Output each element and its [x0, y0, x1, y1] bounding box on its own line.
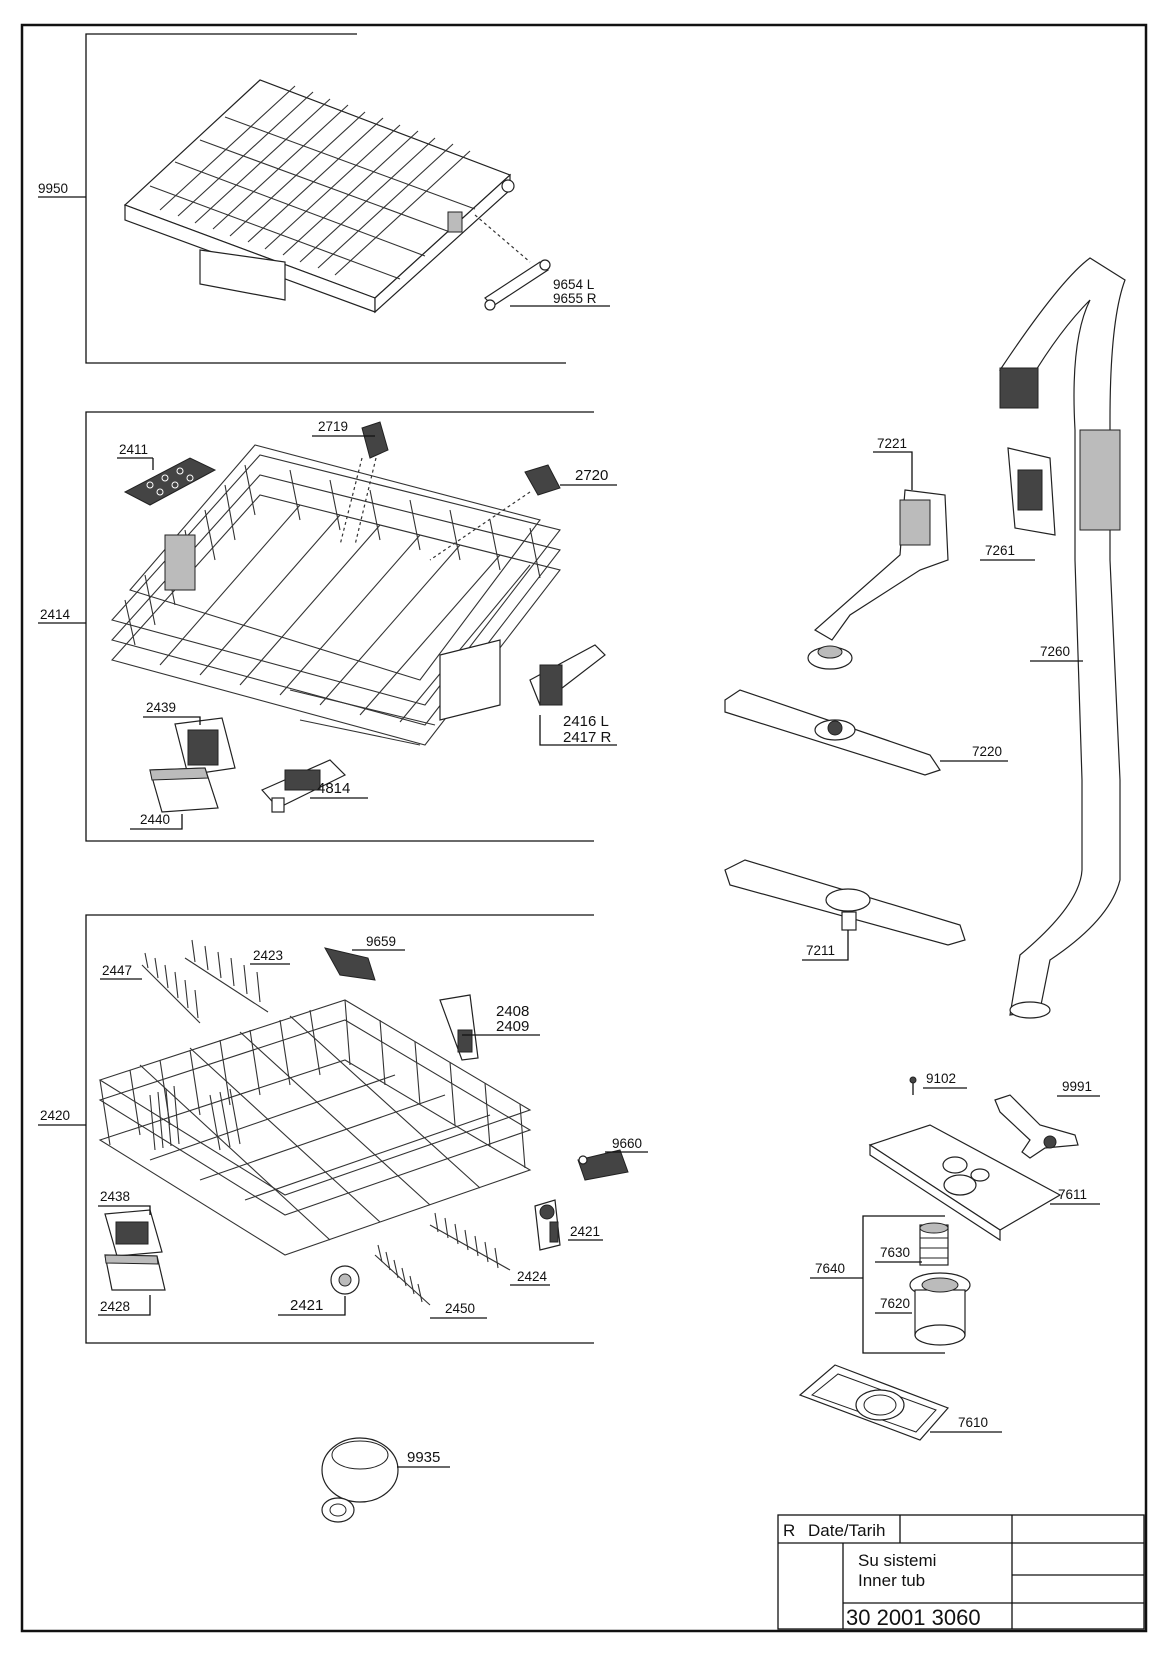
group-upper-basket: 2414 — [38, 411, 617, 842]
part-7221-drawing — [807, 489, 949, 670]
group-cutlery-tray: 9950 9654 L — [38, 33, 610, 364]
drawing-frame — [20, 23, 1148, 1633]
part-2719-drawing — [361, 421, 389, 459]
title-block-drawing-number: 30 2001 3060 — [846, 1605, 981, 1630]
spray-arm-7220-drawing — [724, 689, 941, 776]
part-2428-drawing — [104, 1254, 166, 1291]
label-9654: 9654 L — [553, 277, 595, 292]
label-2450: 2450 — [445, 1301, 475, 1316]
part-2438-drawing — [104, 1209, 163, 1257]
upper-basket-drawing — [110, 444, 561, 746]
label-7211: 7211 — [806, 943, 835, 958]
label-2440: 2440 — [140, 812, 170, 827]
part-7610-drawing — [798, 1364, 950, 1441]
title-block-rev: R — [783, 1521, 795, 1540]
part-2421-wheel-drawing — [330, 1265, 360, 1295]
part-9659-drawing — [324, 947, 376, 981]
label-9659: 9659 — [366, 934, 396, 949]
spray-arm-7211-drawing — [724, 859, 966, 946]
rack-2447-drawing — [141, 952, 201, 1024]
part-2408-2409-drawing — [439, 994, 479, 1061]
label-2414: 2414 — [40, 607, 71, 622]
cutlery-tray-drawing — [123, 79, 515, 314]
part-2439-drawing — [174, 717, 236, 776]
filter-group-7640: 7640 7630 7620 — [810, 1215, 971, 1354]
part-7630-drawing — [919, 1222, 949, 1266]
label-2420: 2420 — [40, 1108, 70, 1123]
label-4814: 4814 — [317, 780, 350, 797]
title-block: R Date/Tarih Su sistemi Inner tub 30 200… — [777, 1514, 1145, 1630]
part-2720-drawing — [524, 464, 561, 496]
part-2411-drawing — [123, 457, 217, 506]
label-7620: 7620 — [880, 1296, 910, 1311]
label-2719: 2719 — [318, 419, 348, 434]
label-2421-wheel: 2421 — [290, 1297, 323, 1314]
rack-2424-drawing — [429, 1212, 511, 1271]
label-2424: 2424 — [517, 1269, 548, 1284]
label-2421-hinge: 2421 — [570, 1224, 600, 1239]
part-7261-drawing — [1007, 447, 1056, 536]
lower-basket-drawing — [98, 999, 532, 1256]
pipe-7260-drawing — [999, 257, 1126, 1019]
label-9991: 9991 — [1062, 1079, 1092, 1094]
label-2447: 2447 — [102, 963, 132, 978]
label-7640: 7640 — [815, 1261, 845, 1276]
label-2417: 2417 R — [563, 729, 612, 746]
label-2439: 2439 — [146, 700, 176, 715]
screw-9102-drawing — [909, 1076, 917, 1095]
title-block-date-label: Date/Tarih — [808, 1521, 885, 1540]
label-2411: 2411 — [119, 442, 148, 457]
rack-2423-drawing — [184, 939, 269, 1013]
label-9655: 9655 R — [553, 291, 597, 306]
rail-2416-2417-drawing — [529, 644, 606, 706]
part-9660-drawing — [577, 1149, 629, 1181]
label-2423: 2423 — [253, 948, 283, 963]
rack-2450-drawing — [374, 1244, 431, 1306]
label-7260: 7260 — [1040, 644, 1070, 659]
label-7611: 7611 — [1058, 1187, 1087, 1202]
label-9660: 9660 — [612, 1136, 642, 1151]
part-2440-drawing — [149, 767, 219, 813]
label-9102: 9102 — [926, 1071, 956, 1086]
label-7610: 7610 — [958, 1415, 988, 1430]
label-7261: 7261 — [985, 543, 1015, 558]
part-7620-drawing — [909, 1272, 971, 1346]
label-2438: 2438 — [100, 1189, 130, 1204]
part-4814-drawing — [261, 759, 347, 813]
title-block-name-tr: Su sistemi — [858, 1551, 936, 1570]
label-7630: 7630 — [880, 1245, 910, 1260]
group-lower-basket: 2420 — [38, 914, 648, 1344]
label-9950: 9950 — [38, 181, 68, 196]
label-7221: 7221 — [877, 436, 907, 451]
label-2409: 2409 — [496, 1018, 529, 1035]
label-7220: 7220 — [972, 744, 1002, 759]
part-2421-hinge-drawing — [534, 1199, 561, 1251]
part-9991-drawing — [994, 1094, 1079, 1159]
label-9935: 9935 — [407, 1449, 440, 1466]
label-2408: 2408 — [496, 1003, 529, 1020]
label-2428: 2428 — [100, 1299, 130, 1314]
part-9935-drawing — [321, 1437, 399, 1523]
rail-9654-9655-drawing — [484, 259, 551, 311]
label-2416: 2416 L — [563, 713, 609, 730]
label-2720: 2720 — [575, 467, 608, 484]
part-7611-drawing — [868, 1124, 1062, 1242]
title-block-name-en: Inner tub — [858, 1571, 925, 1590]
